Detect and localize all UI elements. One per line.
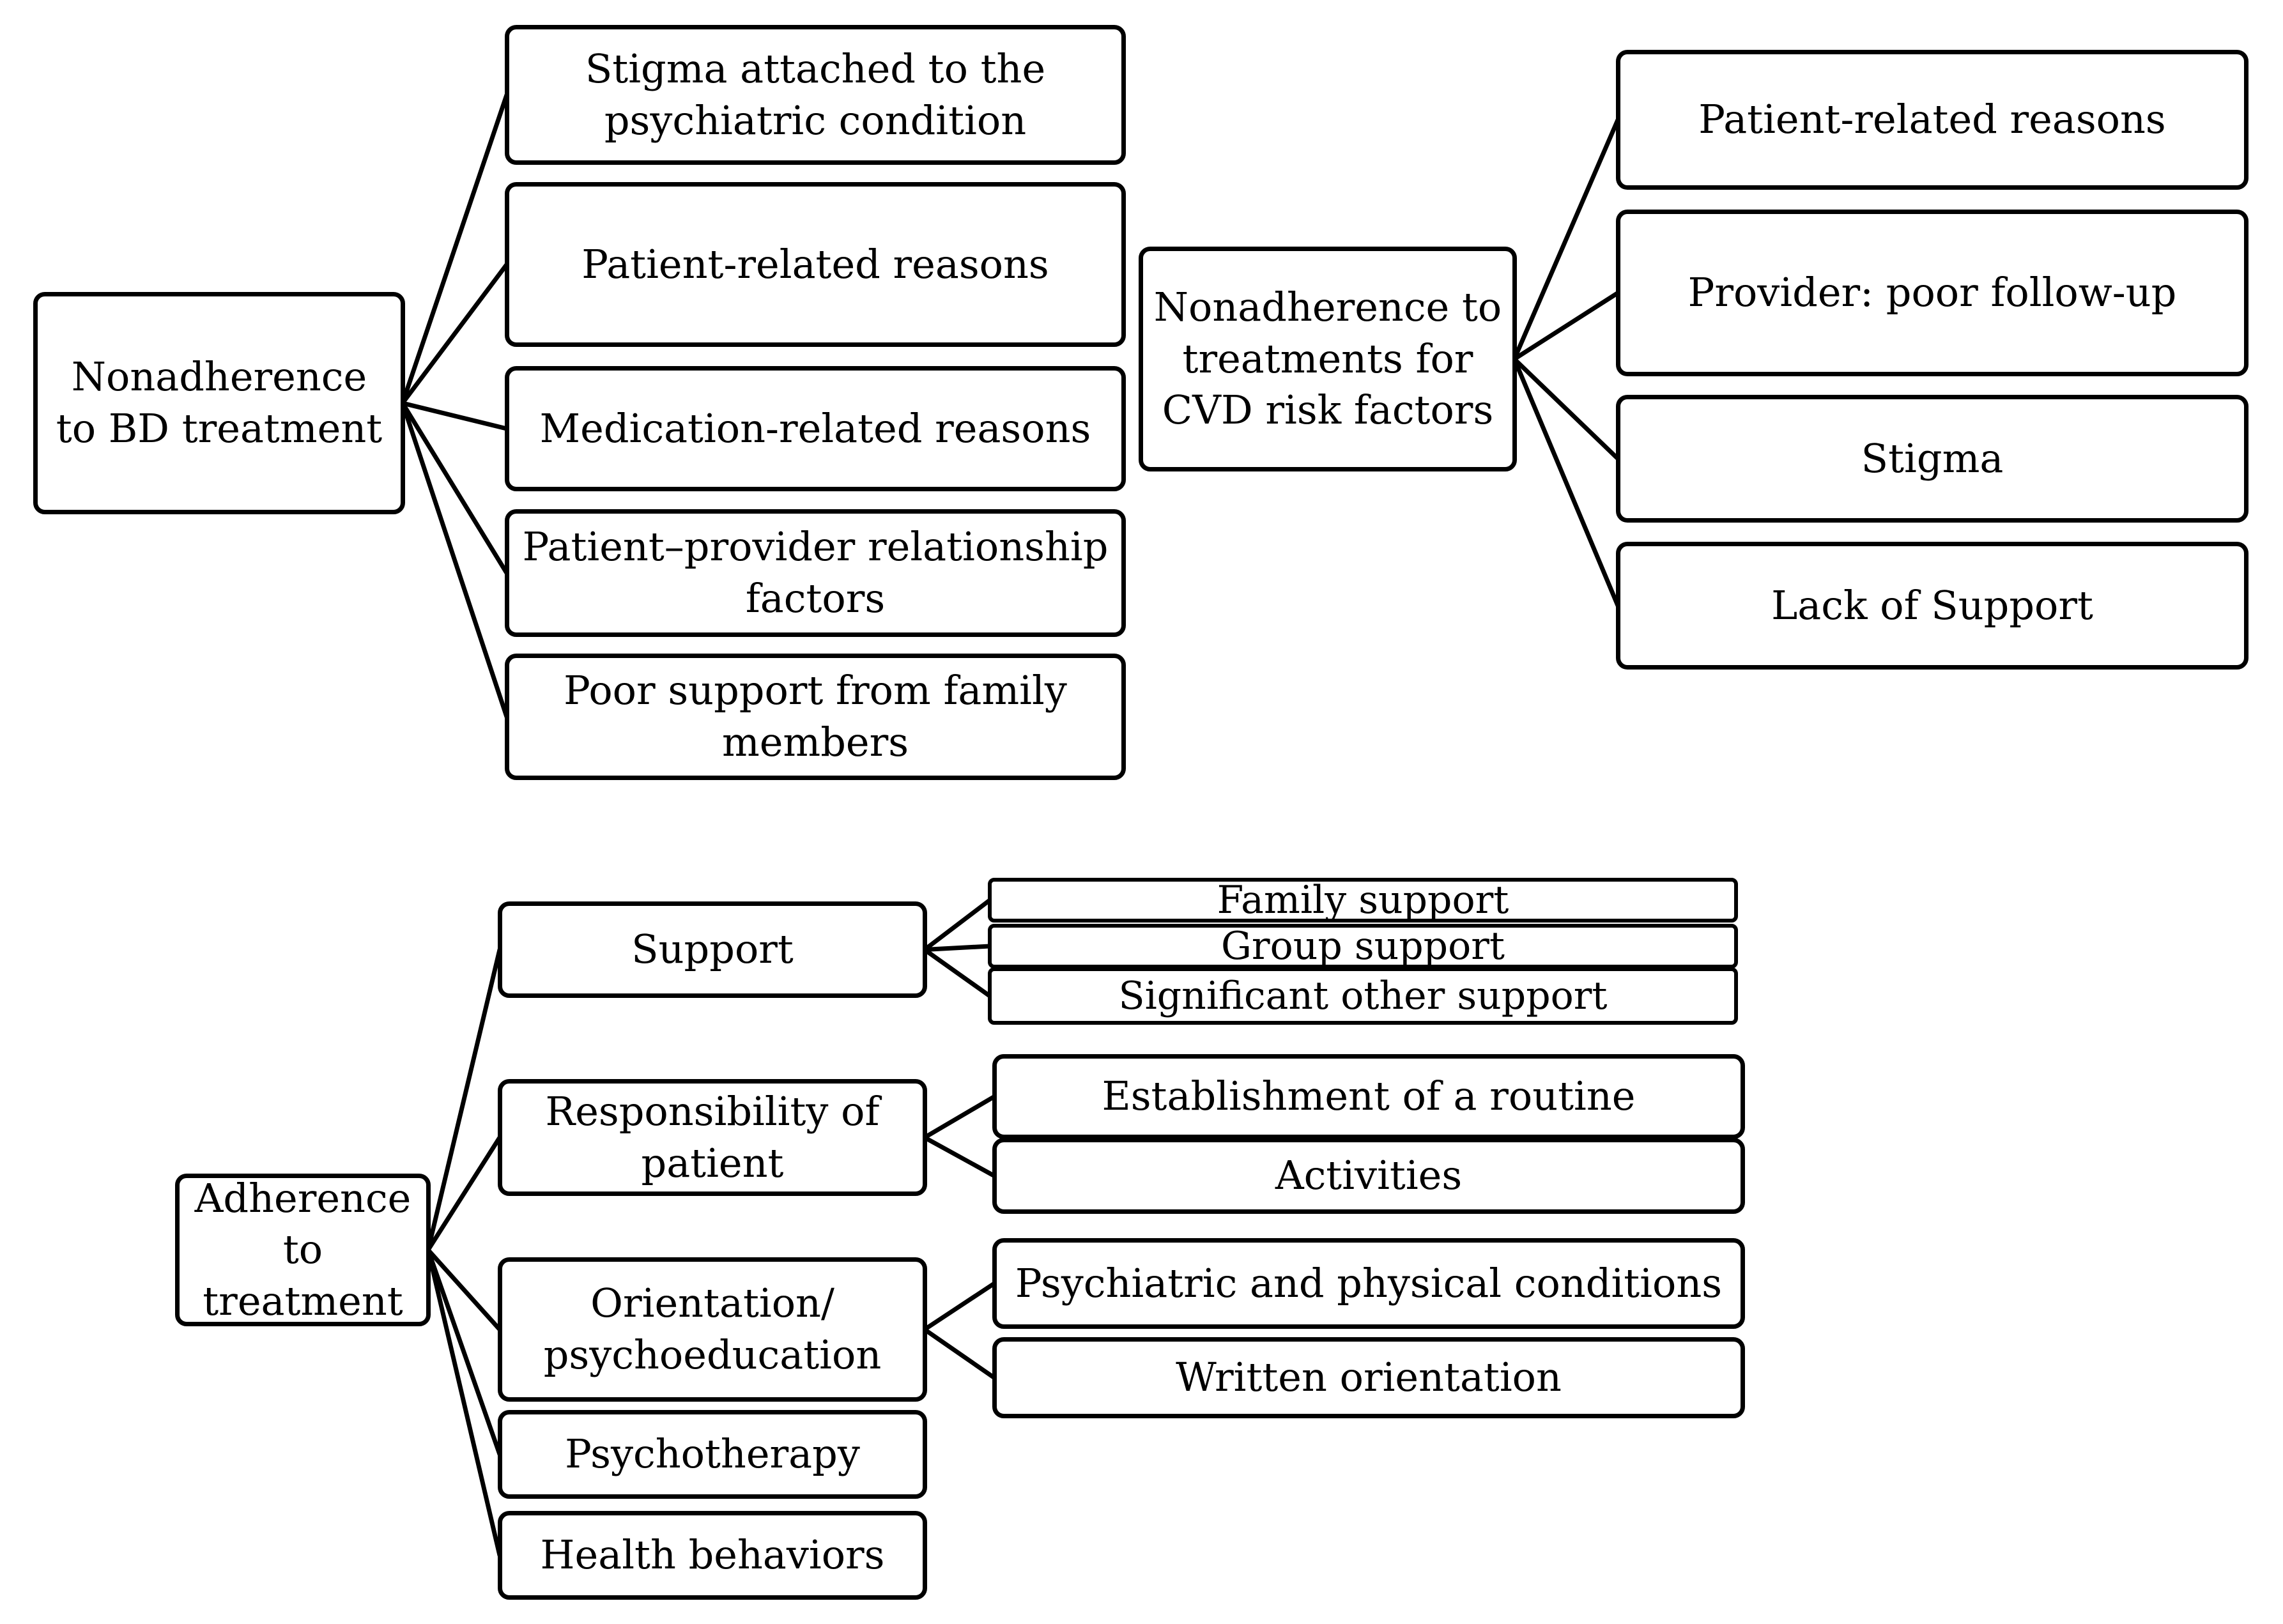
node-cvd-stigma: Stigma	[1616, 395, 2248, 523]
node-adh-activities: Activities	[992, 1138, 1745, 1214]
node-adh-support: Support	[498, 901, 927, 998]
node-label: Group support	[1220, 924, 1505, 969]
node-label: Stigma attached to the psychiatric condi…	[585, 45, 1046, 144]
node-bd-root: Nonadherence to BD treatment	[33, 292, 405, 514]
connector-bd-root-to-bd-patient	[400, 262, 509, 406]
node-label: Nonadherence to BD treatment	[56, 353, 383, 452]
connector-adh-root-to-adh-support	[426, 947, 502, 1252]
node-label: Health behaviors	[540, 1531, 885, 1579]
node-bd-relationship: Patient–provider relationship factors	[505, 509, 1126, 637]
node-label: Written orientation	[1176, 1354, 1562, 1401]
node-bd-family: Poor support from family members	[505, 654, 1126, 780]
node-bd-patient: Patient-related reasons	[505, 182, 1126, 347]
connector-adh-root-to-adh-responsibility	[426, 1135, 502, 1252]
node-cvd-root: Nonadherence to treatments for CVD risk …	[1139, 247, 1517, 471]
connector-adh-support-to-adh-group	[922, 944, 992, 952]
node-adh-responsibility: Responsibility of patient	[498, 1079, 927, 1196]
connector-adh-root-to-adh-health	[426, 1248, 502, 1558]
node-label: Nonadherence to treatments for CVD risk …	[1153, 284, 1502, 434]
node-cvd-support: Lack of Support	[1616, 542, 2248, 670]
connector-adh-orientation-to-adh-conditions	[922, 1281, 997, 1332]
connector-adh-root-to-adh-psychotherapy	[426, 1248, 502, 1457]
connector-bd-root-to-bd-medication	[400, 401, 509, 431]
node-adh-psychotherapy: Psychotherapy	[498, 1410, 927, 1499]
node-label: Stigma	[1861, 434, 2004, 482]
connector-adh-support-to-adh-family	[922, 898, 992, 952]
connector-cvd-root-to-cvd-patient	[1512, 118, 1620, 362]
node-adh-family: Family support	[988, 878, 1738, 923]
node-label: Poor support from family members	[564, 667, 1067, 765]
connector-bd-root-to-bd-stigma	[400, 93, 509, 406]
node-adh-group: Group support	[988, 924, 1738, 969]
node-label: Orientation/ psychoeducation	[543, 1280, 882, 1378]
node-adh-routine: Establishment of a routine	[992, 1054, 1745, 1139]
node-label: Support	[631, 926, 794, 973]
node-adh-significant: Significant other support	[988, 967, 1738, 1025]
connector-adh-responsibility-to-adh-routine	[922, 1094, 997, 1140]
node-adh-health: Health behaviors	[498, 1511, 927, 1600]
node-label: Family support	[1217, 878, 1509, 923]
node-label: Activities	[1275, 1152, 1463, 1199]
connector-bd-root-to-bd-relationship	[400, 401, 509, 576]
node-label: Patient–provider relationship factors	[522, 523, 1109, 622]
node-label: Psychiatric and physical conditions	[1015, 1259, 1723, 1306]
node-label: Adherence to treatment	[194, 1174, 411, 1324]
node-cvd-patient: Patient-related reasons	[1616, 50, 2248, 190]
node-label: Medication-related reasons	[539, 404, 1091, 452]
connector-adh-responsibility-to-adh-activities	[922, 1135, 997, 1178]
connector-adh-support-to-adh-significant	[922, 947, 992, 999]
node-adh-orientation: Orientation/ psychoeducation	[498, 1257, 927, 1402]
node-label: Provider: poor follow-up	[1687, 269, 2177, 316]
node-cvd-provider: Provider: poor follow-up	[1616, 210, 2248, 376]
connector-cvd-root-to-cvd-provider	[1512, 291, 1620, 362]
node-bd-stigma: Stigma attached to the psychiatric condi…	[505, 25, 1126, 165]
node-label: Establishment of a routine	[1102, 1073, 1636, 1120]
connector-bd-root-to-bd-family	[400, 401, 509, 719]
node-label: Patient-related reasons	[581, 240, 1049, 287]
connector-adh-orientation-to-adh-written	[922, 1327, 997, 1380]
connector-adh-root-to-adh-orientation	[426, 1248, 502, 1332]
node-label: Lack of Support	[1771, 581, 2093, 629]
node-bd-medication: Medication-related reasons	[505, 366, 1126, 491]
node-label: Significant other support	[1118, 974, 1608, 1018]
node-label: Patient-related reasons	[1698, 96, 2166, 143]
node-label: Responsibility of patient	[545, 1087, 880, 1186]
connector-cvd-root-to-cvd-support	[1512, 356, 1620, 608]
node-adh-written: Written orientation	[992, 1337, 1745, 1418]
node-label: Psychotherapy	[565, 1430, 860, 1478]
node-adh-root: Adherence to treatment	[175, 1174, 431, 1326]
node-adh-conditions: Psychiatric and physical conditions	[992, 1238, 1745, 1329]
connector-cvd-root-to-cvd-stigma	[1512, 356, 1620, 461]
